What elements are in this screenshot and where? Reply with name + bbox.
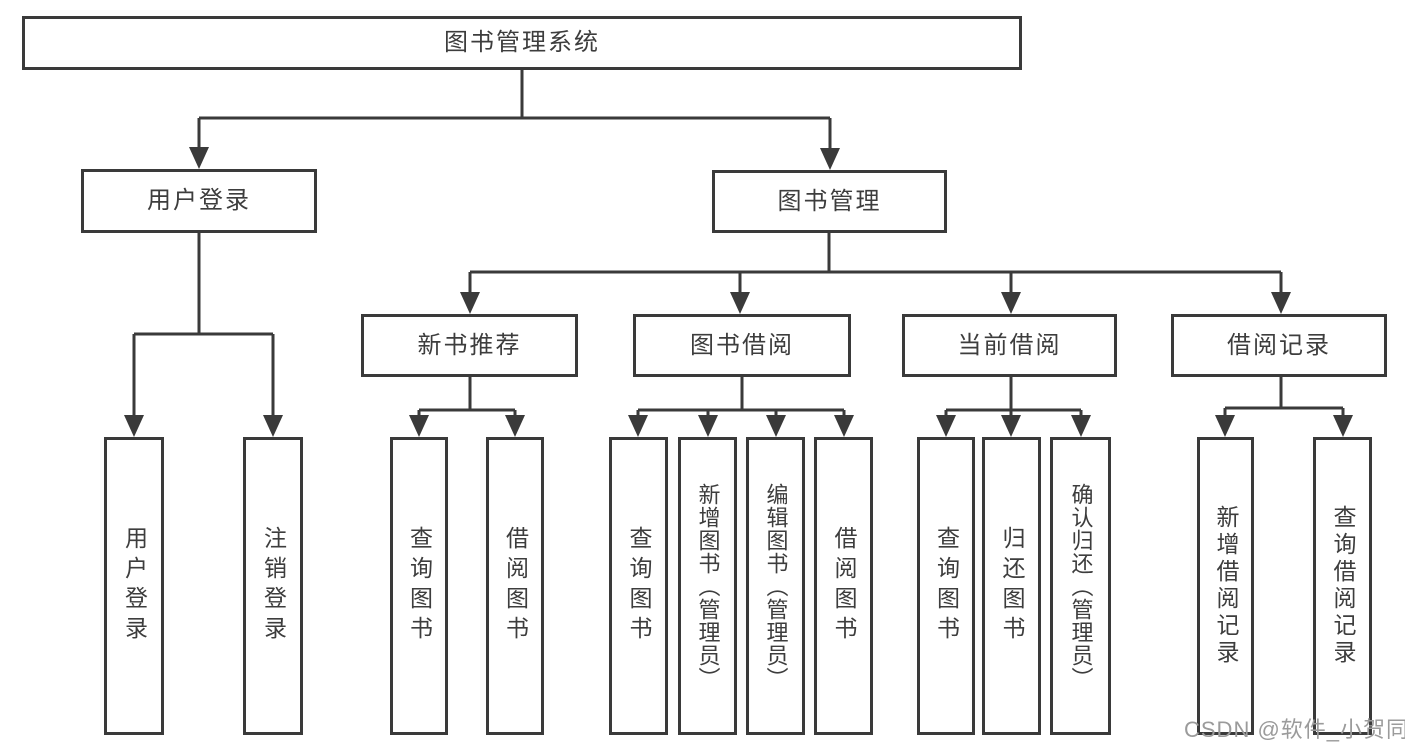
arrow-icon bbox=[189, 147, 209, 169]
arrow-icon bbox=[1001, 415, 1021, 437]
leaf-query-books-recommend: 查询图书 bbox=[390, 437, 448, 735]
node-book-management: 图书管理 bbox=[712, 170, 947, 233]
arrow-icon bbox=[936, 415, 956, 437]
leaf-return-books: 归还图书 bbox=[982, 437, 1041, 735]
leaf-query-books-current: 查询图书 bbox=[917, 437, 975, 735]
leaf-query-books-borrow: 查询图书 bbox=[609, 437, 668, 735]
arrow-icon bbox=[263, 415, 283, 437]
arrow-icon bbox=[1215, 415, 1235, 437]
leaf-confirm-return-admin: 确认归还（管理员） bbox=[1050, 437, 1111, 735]
node-new-book-recommend: 新书推荐 bbox=[361, 314, 578, 377]
arrow-icon bbox=[1071, 415, 1091, 437]
arrow-icon bbox=[1001, 292, 1021, 314]
arrow-icon bbox=[628, 415, 648, 437]
node-current-borrow: 当前借阅 bbox=[902, 314, 1117, 377]
leaf-logout: 注销登录 bbox=[243, 437, 303, 735]
arrow-icon bbox=[766, 415, 786, 437]
node-borrow-records: 借阅记录 bbox=[1171, 314, 1387, 377]
leaf-add-book-admin: 新增图书（管理员） bbox=[678, 437, 737, 735]
arrowheads bbox=[124, 147, 1353, 437]
watermark-text: CSDN @软件_小贺同学 bbox=[1184, 717, 1405, 742]
leaf-borrow-books: 借阅图书 bbox=[814, 437, 873, 735]
arrow-icon bbox=[409, 415, 429, 437]
arrow-icon bbox=[124, 415, 144, 437]
leaf-add-borrow-record: 新增借阅记录 bbox=[1197, 437, 1254, 735]
node-user-login: 用户登录 bbox=[81, 169, 317, 233]
node-book-borrow: 图书借阅 bbox=[633, 314, 851, 377]
arrow-icon bbox=[730, 292, 750, 314]
leaf-edit-book-admin: 编辑图书（管理员） bbox=[746, 437, 805, 735]
arrow-icon bbox=[698, 415, 718, 437]
arrow-icon bbox=[505, 415, 525, 437]
arrow-icon bbox=[460, 292, 480, 314]
arrow-icon bbox=[834, 415, 854, 437]
leaf-borrow-books-recommend: 借阅图书 bbox=[486, 437, 544, 735]
leaf-user-login: 用户登录 bbox=[104, 437, 164, 735]
arrow-icon bbox=[1333, 415, 1353, 437]
leaf-query-borrow-record: 查询借阅记录 bbox=[1313, 437, 1372, 735]
arrow-icon bbox=[1271, 292, 1291, 314]
node-root-system: 图书管理系统 bbox=[22, 16, 1022, 70]
arrow-icon bbox=[820, 148, 840, 170]
